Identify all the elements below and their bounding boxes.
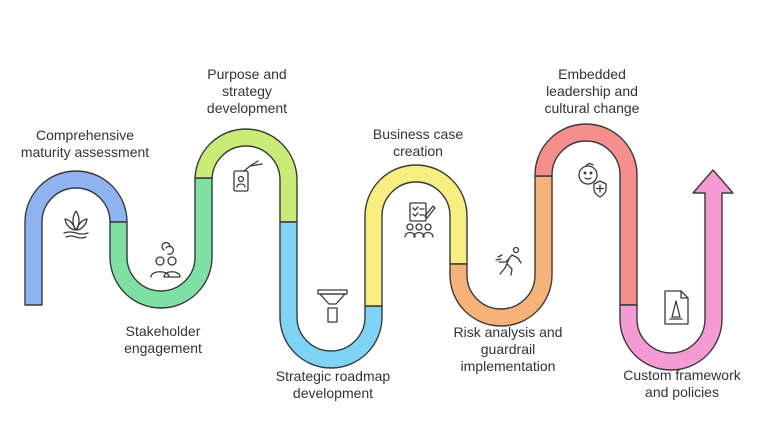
segment-7: [534, 123, 638, 306]
step-label-3: Purpose and strategy development: [206, 66, 288, 116]
step-label-5: Business case creation: [372, 126, 464, 159]
segment-3: [194, 128, 298, 223]
segment-8: [619, 169, 734, 371]
segment-5: [364, 164, 468, 307]
team-checklist-icon: [404, 202, 436, 238]
segment-4: [279, 221, 383, 369]
runner-icon: [495, 246, 522, 276]
id-card-icon: [233, 160, 263, 192]
step-label-8: Custom framework and policies: [623, 367, 741, 400]
segment-2: [109, 177, 213, 309]
funnel-icon: [317, 289, 348, 323]
face-shield-icon: [578, 163, 607, 198]
step-label-6: Risk analysis and guardrail implementati…: [453, 324, 563, 374]
step-label-1: Comprehensive maturity assessment: [20, 127, 150, 160]
step-label-7: Embedded leadership and cultural change: [544, 66, 640, 116]
document-cone-icon: [664, 290, 689, 325]
people-icon: [150, 241, 181, 278]
sprout-icon: [63, 210, 89, 239]
step-label-2: Stakeholder engagement: [124, 323, 202, 356]
segment-6: [449, 175, 553, 327]
segment-1: [24, 170, 128, 306]
step-label-4: Strategic roadmap development: [275, 368, 391, 401]
